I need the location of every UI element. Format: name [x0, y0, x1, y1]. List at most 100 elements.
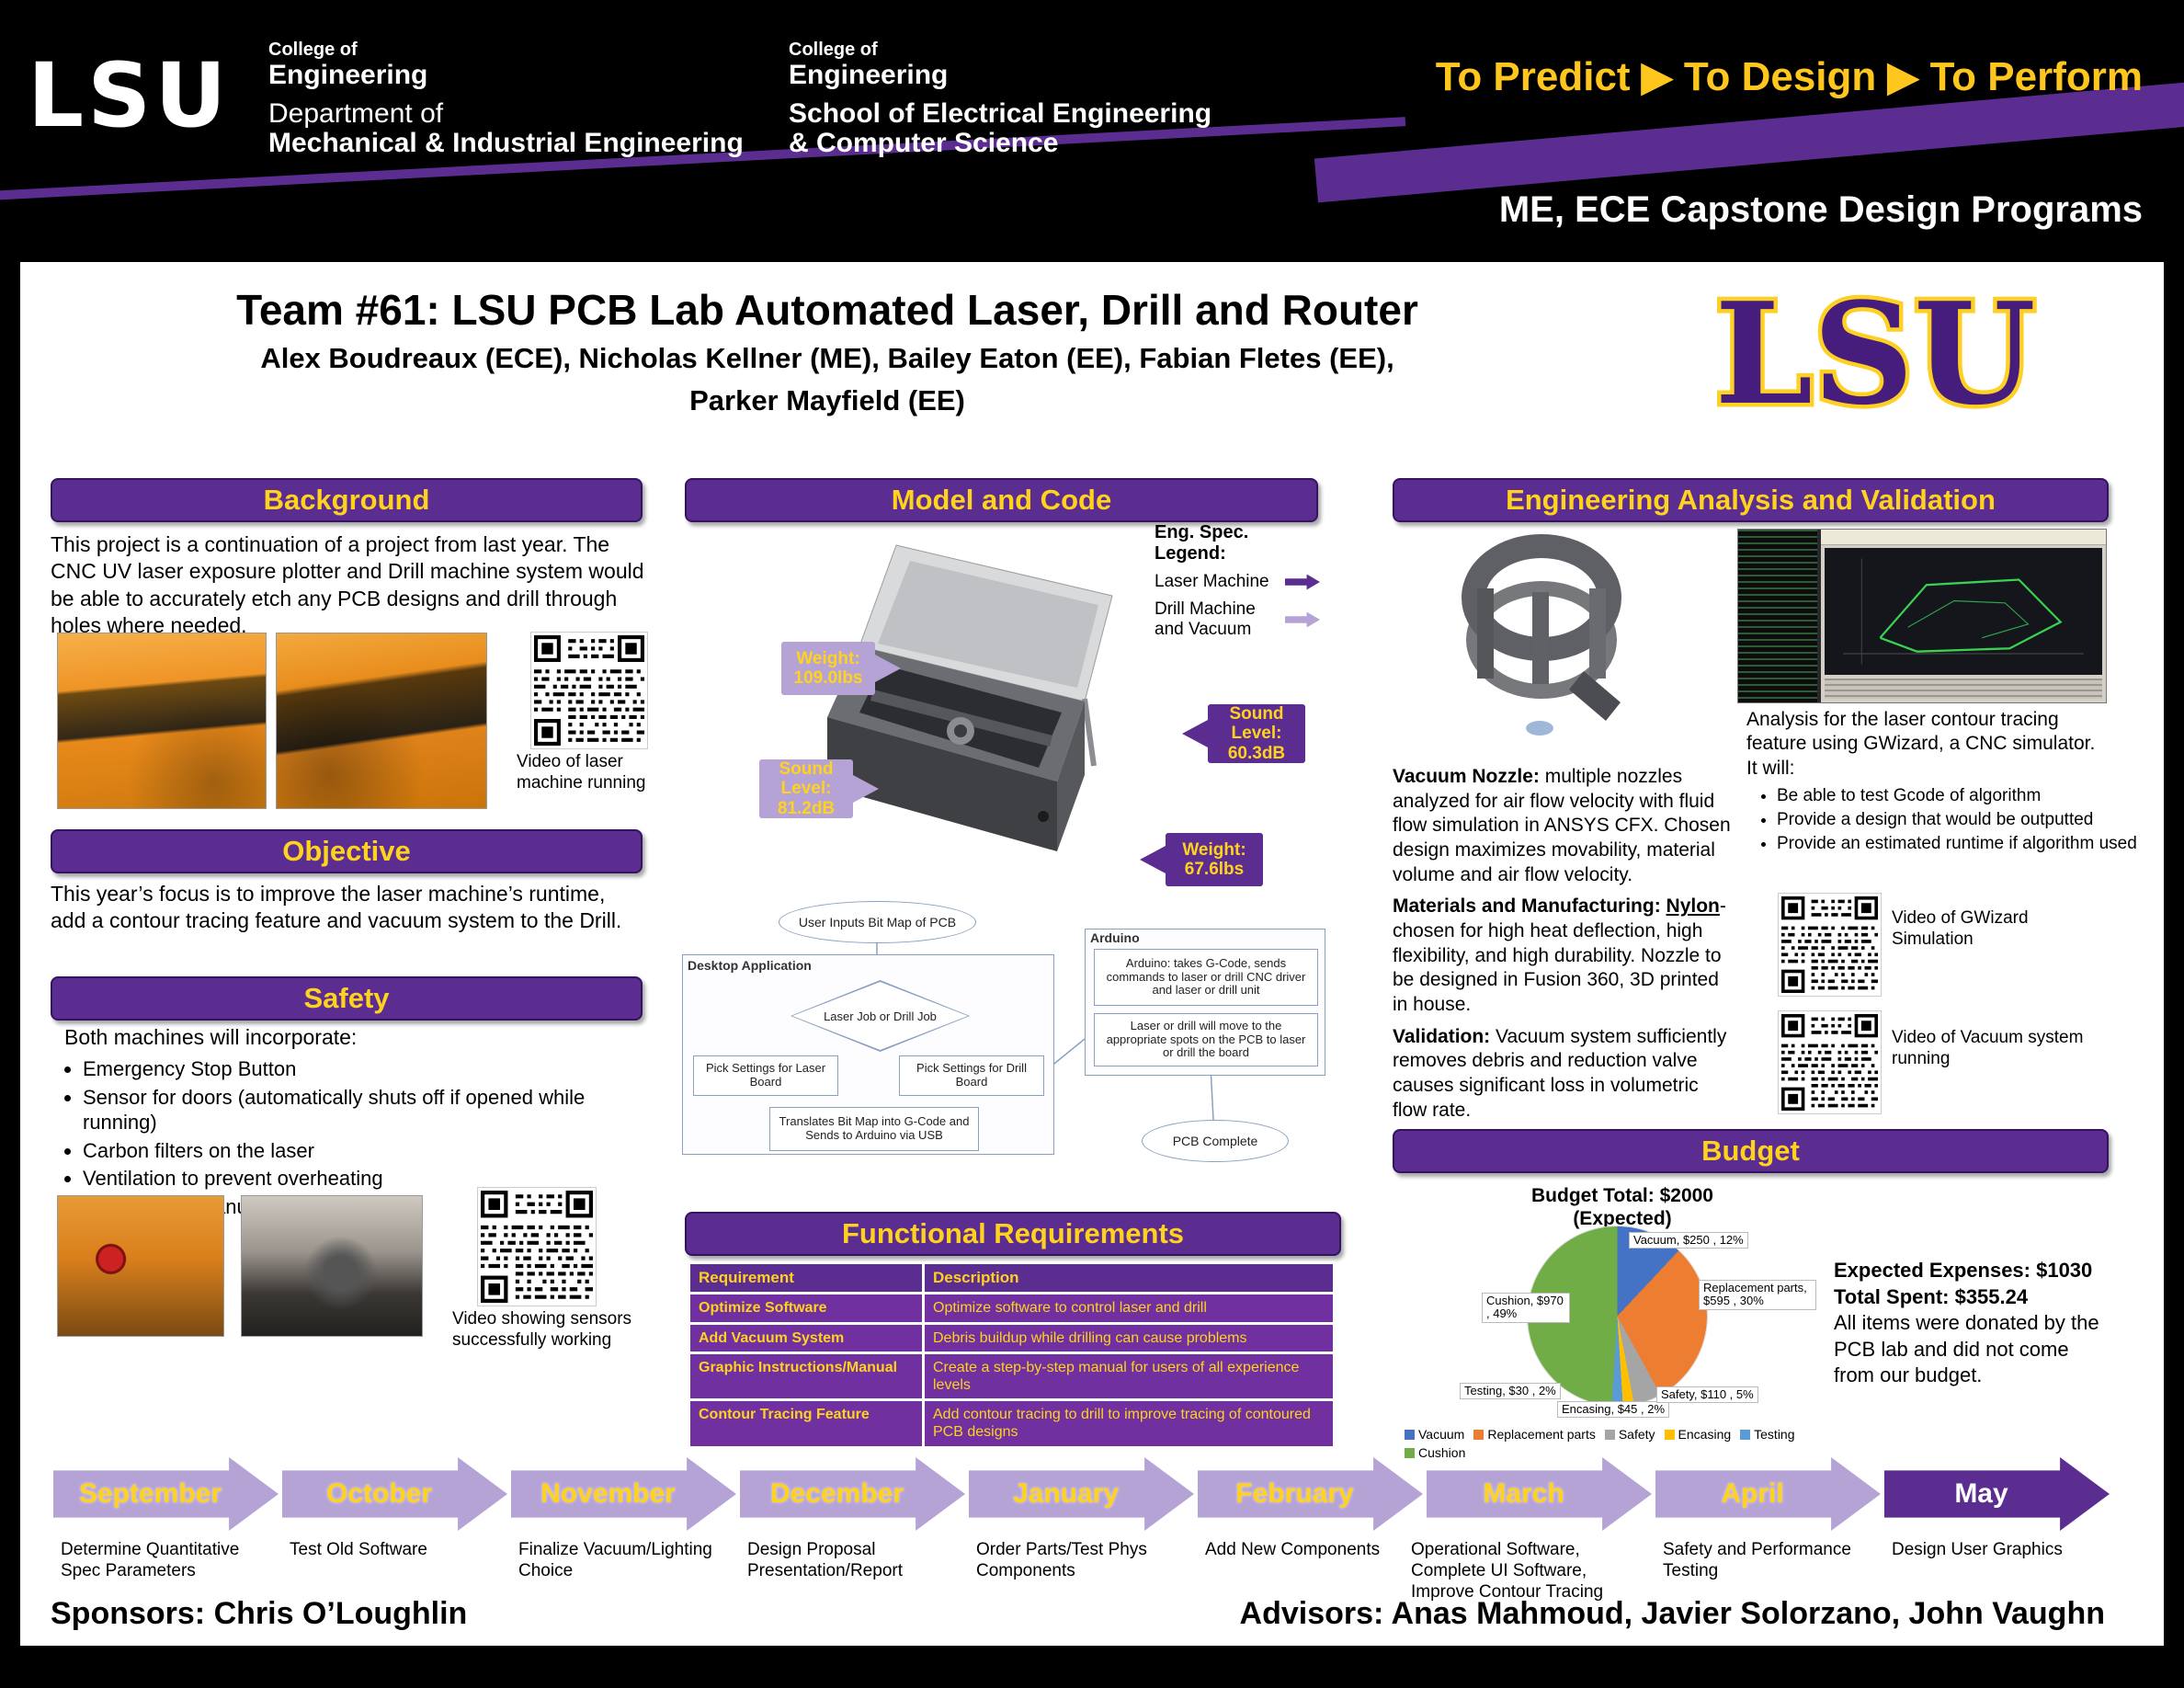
- callout-arrow-icon: [875, 655, 901, 682]
- legend-swatch: [1405, 1429, 1415, 1440]
- pie-label-testing: Testing, $30 , 2%: [1460, 1383, 1561, 1400]
- functional-requirements-table: Requirement Description Optimize Softwar…: [688, 1261, 1336, 1449]
- budget-chart-title: Budget Total: $2000 (Expected): [1471, 1184, 1774, 1230]
- table-cell: Optimize Software: [690, 1295, 922, 1322]
- gwizard-toolbar: [1821, 530, 2106, 545]
- total-spent: Total Spent: $355.24: [1834, 1284, 2029, 1308]
- background-body: This project is a continuation of a proj…: [51, 532, 644, 638]
- gwizard-bullet-list: Be able to test Gcode of algorithm Provi…: [1751, 783, 2137, 856]
- table-cell: Create a step-by-step manual for users o…: [925, 1353, 1333, 1399]
- motto-text: To Predict ▶ To Design ▶ To Perform: [1435, 54, 2143, 99]
- qr-caption-laser-video: Video of laser machine running: [517, 752, 646, 793]
- analysis-heading: Engineering Analysis and Validation: [1393, 478, 2109, 522]
- program-title: ME, ECE Capstone Design Programs: [1498, 189, 2143, 230]
- sponsors-line: Sponsors: Chris O’Loughlin: [51, 1596, 468, 1631]
- callout-arrow-icon: [1140, 846, 1166, 873]
- college-of-label: College of: [789, 40, 878, 60]
- authors-line-2: Parker Mayfield (EE): [689, 384, 965, 416]
- objective-body: This year’s focus is to improve the lase…: [51, 882, 622, 933]
- flow-start-node: User Inputs Bit Map of PCB: [779, 901, 976, 943]
- legend-label: Vacuum: [1418, 1427, 1465, 1442]
- legend-swatch: [1740, 1429, 1751, 1440]
- qr-code-sensors-video: [477, 1187, 597, 1306]
- laser-arrow-icon: [1285, 574, 1320, 590]
- legend-laser-label: Laser Machine: [1155, 572, 1269, 591]
- legend-item: Replacement parts: [1473, 1427, 1596, 1442]
- laser-machine-photo-2: [276, 633, 487, 809]
- callout-label: Sound Level:: [779, 759, 834, 799]
- page-title: Team #61: LSU PCB Lab Automated Laser, D…: [236, 286, 1418, 334]
- budget-legend: Vacuum Replacement parts Safety Encasing…: [1405, 1427, 1846, 1460]
- flow-translate-node: Translates Bit Map into G-Code and Sends…: [769, 1107, 979, 1151]
- gwizard-bullet: Provide a design that would be outputted: [1777, 809, 2137, 831]
- timeline-caption-december: Design Proposal Presentation/Report: [747, 1540, 903, 1581]
- safety-bullet: Sensor for doors (automatically shuts of…: [83, 1085, 662, 1135]
- legend-item: Safety: [1604, 1427, 1655, 1442]
- objective-heading: Objective: [51, 829, 643, 873]
- timeline-caption-may: Design User Graphics: [1892, 1540, 2063, 1559]
- pie-label-encasing: Encasing, $45 , 2%: [1557, 1401, 1670, 1419]
- table-header-description: Description: [925, 1264, 1333, 1293]
- legend-swatch: [1604, 1429, 1615, 1440]
- safety-bullet: Carbon filters on the laser: [83, 1138, 662, 1164]
- flow-end-node: PCB Complete: [1142, 1120, 1289, 1162]
- legend-item: Cushion: [1405, 1445, 1465, 1460]
- pie-label-vacuum: Vacuum, $250 , 12%: [1629, 1232, 1748, 1249]
- pie-label-cushion: Cushion, $970 , 49%: [1482, 1293, 1570, 1323]
- callout-value: 60.3dB: [1227, 743, 1286, 763]
- lsu-wordmark-logo: LSU: [28, 44, 231, 147]
- callout-value: 67.6lbs: [1184, 860, 1245, 879]
- authors-line-1: Alex Boudreaux (ECE), Nicholas Kellner (…: [260, 342, 1394, 374]
- pie-label-replacement: Replacement parts, $595 , 30%: [1699, 1280, 1816, 1310]
- eng-spec-legend: Eng. Spec. Legend: Laser Machine Drill M…: [1155, 522, 1320, 647]
- gwizard-bullet: Be able to test Gcode of algorithm: [1777, 785, 2137, 807]
- table-cell: Add Vacuum System: [690, 1324, 922, 1352]
- flow-desktop-label: Desktop Application: [688, 958, 812, 973]
- gwizard-window: [1821, 530, 2106, 702]
- flow-laser-settings-node: Pick Settings for Laser Board: [693, 1055, 838, 1096]
- legend-swatch: [1473, 1429, 1484, 1440]
- qr-code-vacuum-video: [1778, 1010, 1882, 1114]
- laser-machine-photo-1: [57, 633, 267, 809]
- callout-drill-sound: Sound Level: 60.3dB: [1208, 704, 1305, 763]
- college-of-label: College of: [268, 40, 358, 60]
- chart-title-line1: Budget Total: $2000: [1531, 1185, 1713, 1206]
- gwizard-intro-text: Analysis for the laser contour tracing f…: [1746, 709, 2096, 779]
- qr-code-laser-video: [530, 632, 648, 749]
- callout-laser-sound: Sound Level: 81.2dB: [759, 759, 853, 818]
- validation-paragraph: Validation: Vacuum system sufficiently r…: [1393, 1025, 1727, 1121]
- table-cell: Contour Tracing Feature: [690, 1401, 922, 1446]
- donation-note: All items were donated by the PCB lab an…: [1834, 1311, 2099, 1387]
- table-cell: Add contour tracing to drill to improve …: [925, 1401, 1333, 1446]
- legend-swatch: [1664, 1429, 1675, 1440]
- gwizard-statusbar: [1825, 679, 2102, 699]
- qr-caption-sensors-video: Video showing sensors successfully worki…: [452, 1309, 632, 1350]
- gcode-panel: [1738, 530, 1817, 702]
- callout-arrow-icon: [1182, 720, 1208, 747]
- gwizard-screenshot: [1737, 529, 2107, 703]
- timeline-caption-april: Safety and Performance Testing: [1663, 1540, 1851, 1581]
- safety-sensor-photo-2: [241, 1195, 423, 1337]
- safety-sensor-photo-1: [57, 1195, 224, 1337]
- budget-heading: Budget: [1393, 1129, 2109, 1173]
- model-and-code-heading: Model and Code: [685, 478, 1318, 522]
- expected-expenses: Expected Expenses: $1030: [1834, 1259, 2093, 1282]
- legend-item: Testing: [1740, 1427, 1795, 1442]
- legend-title: Eng. Spec. Legend:: [1155, 522, 1249, 564]
- callout-label: Sound Level:: [1229, 704, 1284, 744]
- legend-swatch: [1405, 1447, 1415, 1458]
- table-cell: Graphic Instructions/Manual: [690, 1353, 922, 1399]
- college-block-mie: College of Engineering Department of Mec…: [268, 40, 744, 159]
- budget-notes: Expected Expenses: $1030 Total Spent: $3…: [1834, 1258, 2110, 1389]
- flow-arduino-label: Arduino: [1090, 930, 1140, 945]
- flow-drill-settings-node: Pick Settings for Drill Board: [899, 1055, 1044, 1096]
- timeline-caption-october: Test Old Software: [290, 1540, 427, 1559]
- safety-intro: Both machines will incorporate:: [64, 1025, 358, 1049]
- pie-label-safety: Safety, $110 , 5%: [1656, 1386, 1758, 1404]
- engineering-label: Engineering: [789, 59, 949, 90]
- college-block-eecs: College of Engineering School of Electri…: [789, 40, 1211, 159]
- callout-value: 81.2dB: [777, 798, 836, 818]
- department-of-label: Department of: [268, 97, 444, 129]
- table-header-requirement: Requirement: [690, 1264, 922, 1293]
